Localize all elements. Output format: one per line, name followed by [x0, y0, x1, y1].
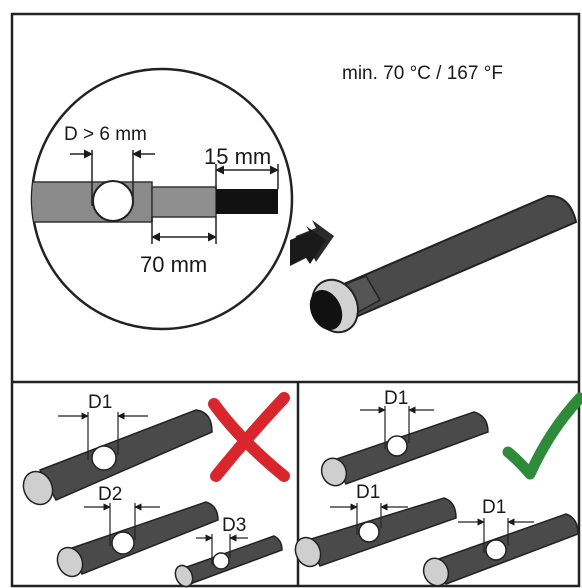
wrong-cable-1: D1 — [22, 392, 213, 506]
wrong-label-1: D1 — [88, 392, 112, 413]
right-label-3: D1 — [482, 497, 506, 518]
direction-arrow-icon — [290, 220, 334, 266]
right-label-2: D1 — [356, 482, 380, 503]
cable-cross-section — [92, 180, 134, 222]
cable-insulation — [151, 186, 217, 218]
right-label-1: D1 — [384, 388, 408, 409]
wrong-cable-2: D2 — [56, 484, 219, 578]
outer-frame — [10, 12, 581, 588]
sheath-length-label: 70 mm — [140, 252, 207, 277]
right-panel: D1 D1 D1 — [294, 388, 582, 587]
large-cable — [309, 194, 578, 334]
right-cable-2: D1 — [294, 482, 457, 568]
strip-length-label: 15 mm — [204, 144, 271, 169]
right-cable-1: D1 — [320, 388, 489, 487]
checkmark-icon — [502, 392, 582, 480]
cross-icon — [208, 392, 290, 482]
wrong-label-2: D2 — [98, 484, 122, 505]
wrong-cable-3: D3 — [174, 515, 283, 588]
cable-conductor — [216, 189, 278, 214]
temperature-label: min. 70 °C / 167 °F — [342, 63, 503, 84]
diameter-label: D > 6 mm — [64, 124, 147, 145]
detail-magnifier: D > 6 mm 15 mm 70 mm — [30, 67, 294, 331]
wrong-panel: D1 D2 D3 — [22, 392, 290, 588]
wrong-label-3: D3 — [222, 515, 246, 536]
right-cable-3: D1 — [422, 497, 579, 587]
